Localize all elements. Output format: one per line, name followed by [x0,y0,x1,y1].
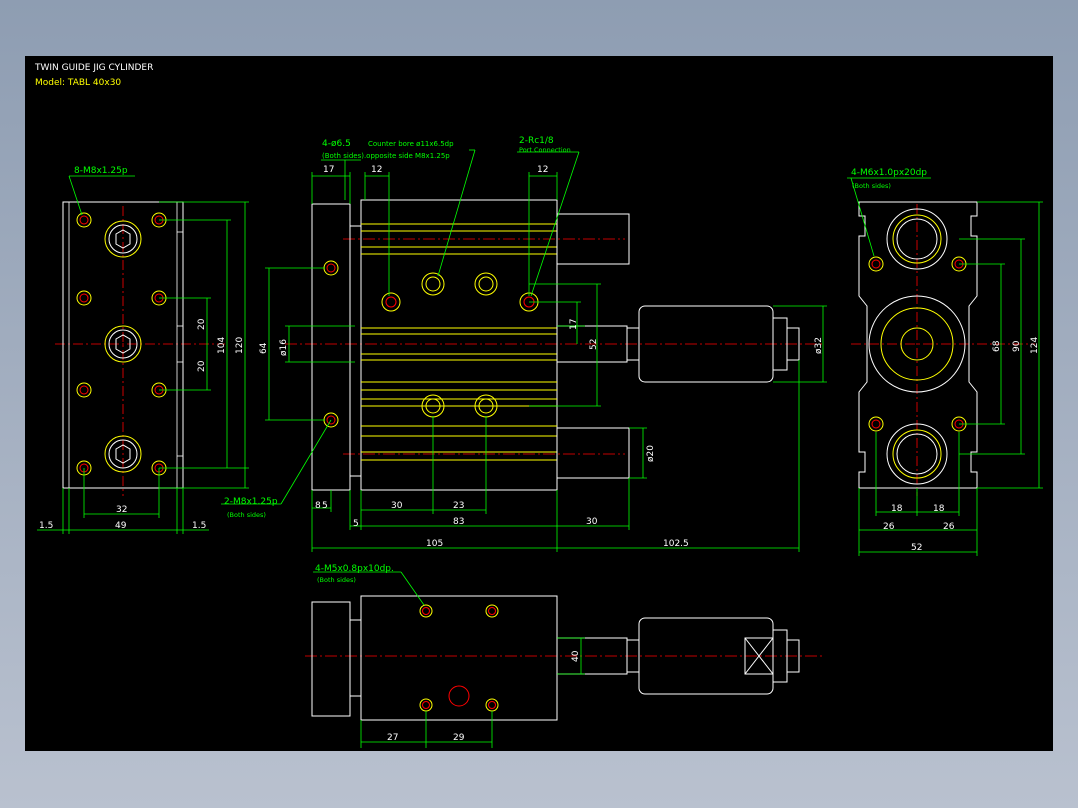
right-dim-68: 68 [992,340,1002,352]
front-view: 17 12 12 4-ø6.5 Counter bore ø11x6.5dp (… [221,136,827,552]
front-top-rod [556,213,630,265]
right-holes [868,256,967,432]
front-dim-12a: 12 [371,165,382,175]
front-dim-23: 23 [453,501,464,511]
right-bot-bore-mid [892,429,942,479]
front-dim-o32: ø32 [814,337,824,354]
front-callout-bottom-b: (Both sides) [227,511,266,519]
bottom-end-plate [311,601,351,717]
left-dim-104: 104 [217,337,227,354]
left-bolt-mid-inner [108,329,138,359]
front-callout-both-sides: (Both sides).opposite side M8x1.25p [322,152,450,160]
right-top-bore-mid [892,214,942,264]
front-dim-o16: ø16 [279,339,289,356]
right-callout: 4-M6x1.0px20dp [851,168,927,178]
bottom-rod-end [786,639,800,673]
left-dim-120: 120 [235,337,245,354]
left-dim-1-5b: 1.5 [192,521,206,531]
front-bottom-rod [556,427,630,479]
bottom-callout: 4-M5x0.8px10dp. [315,564,394,574]
cad-drawing: TWIN GUIDE JIG CYLINDER Model: TABL 40x3… [34,63,1043,748]
left-bolt-top-outer [104,220,142,258]
front-callout-counterbore: 4-ø6.5 [322,139,351,149]
bottom-callout-b: (Both sides) [317,576,356,584]
left-callout-thread: 8-M8x1.25p [74,166,128,176]
bottom-dim-lines [313,571,585,748]
bottom-dim-40: 40 [571,650,581,662]
right-main-rod [900,327,934,361]
front-dim-30b: 30 [586,517,598,527]
front-dim-102-5: 102.5 [663,539,689,549]
right-dim-18a: 18 [891,504,903,514]
front-callout-port: 2-Rc1/8 [519,136,554,146]
front-callout-bottom: 2-M8x1.25p [224,497,278,507]
left-hex-mid [115,334,131,354]
front-callout-port-b: Port Connection [519,146,571,154]
right-bot-bore-inner [896,433,938,475]
front-dim-12b: 12 [537,165,548,175]
front-guide-rods [361,223,557,461]
right-dim-124: 124 [1030,337,1040,354]
left-dim-49: 49 [115,521,127,531]
front-end-plate [311,203,351,491]
right-dim-lines [847,177,1043,556]
right-bot-bore-outer [886,423,948,485]
left-bolt-bot-inner [108,439,138,469]
front-dim-5b: 5 [353,519,359,529]
front-rod-end [786,327,800,361]
right-dim-18b: 18 [933,504,945,514]
front-dim-5a: 5 [322,501,328,511]
left-end-view: 1.5 49 1.5 32 20 20 104 120 8-M8x1.25p [37,166,249,534]
front-callout-counterbore-b: Counter bore ø11x6.5dp [368,140,454,148]
left-dim-1-5a: 1.5 [39,521,53,531]
right-main-bore-mid [880,307,954,381]
left-hex-top [115,229,131,249]
right-main-bore-outer [868,295,966,393]
front-body [360,199,558,491]
left-bolt-top-inner [108,224,138,254]
front-dim-105: 105 [426,539,443,549]
bottom-wrench-x2 [744,637,774,675]
front-dim-30a: 30 [391,501,403,511]
title-text: TWIN GUIDE JIG CYLINDER [34,63,153,73]
left-bolt-mid-outer [104,325,142,363]
right-dim-26b: 26 [943,522,955,532]
right-dim-52: 52 [911,543,922,553]
front-dim-83: 83 [453,517,464,527]
front-dim-o20: ø20 [646,445,656,462]
front-dim-64: 64 [259,342,269,354]
front-dim-52v: 52 [589,339,599,350]
left-dim-lines [37,175,249,534]
right-end-view: 4-M6x1.0px20dp (Both sides) 18 18 26 26 … [847,168,1043,556]
front-dim-17v: 17 [569,319,579,330]
bottom-dim-27: 27 [387,733,398,743]
front-dim-8: 8 [315,501,321,511]
bottom-dim-29: 29 [453,733,465,743]
drawing-canvas: TWIN GUIDE JIG CYLINDER Model: TABL 40x3… [25,56,1053,751]
left-bolt-bot-outer [104,435,142,473]
left-body [62,201,184,489]
left-dim-20a: 20 [197,318,207,330]
left-dim-32: 32 [116,505,127,515]
right-dim-26a: 26 [883,522,895,532]
bottom-view: 4-M5x0.8px10dp. (Both sides) 40 27 29 [305,564,825,748]
right-top-bore-outer [886,208,948,270]
right-top-bore-inner [896,218,938,260]
bottom-body [360,595,558,721]
front-dim-17: 17 [323,165,334,175]
right-dim-90: 90 [1012,340,1022,352]
left-hex-bot [115,444,131,464]
left-dim-20b: 20 [197,360,207,372]
bottom-holes [419,604,499,712]
right-callout-b: (Both sides) [852,182,891,190]
front-dim-lines [221,149,827,552]
model-text: Model: TABL 40x30 [35,78,121,88]
